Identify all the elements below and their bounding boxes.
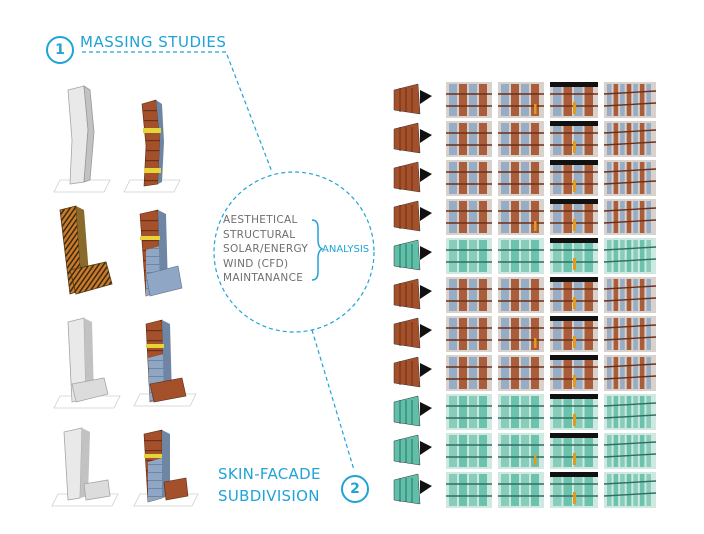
facade-thumbnail [393,200,432,232]
facade-thumbnail [446,160,492,196]
criterion-solar-energy: SOLAR/ENERGY [223,243,309,255]
massing-model-1a [53,85,111,193]
facade-thumbnail [393,395,432,427]
analysis-criteria-list: AESTHETICAL STRUCTURAL SOLAR/ENERGY WIND… [223,213,308,286]
facade-thumbnail [446,277,492,313]
analysis-label: ANALYSIS [322,244,370,255]
analysis-circle [213,171,375,333]
criterion-maintenance: MAINTANANCE [223,272,304,284]
facade-thumbnail [393,473,432,505]
facade-thumbnail [498,82,544,118]
facade-thumbnail [498,472,544,508]
facade-thumbnail [550,277,598,313]
facade-thumbnail [393,317,432,349]
facade-thumbnail [550,160,598,196]
facade-thumbnail [498,277,544,313]
facade-thumbnail [498,160,544,196]
facade-thumbnail [393,278,432,310]
facade-thumbnail [603,82,657,118]
facade-thumbnail [393,356,432,388]
massing-model-4b [133,429,199,507]
massing-model-2a [59,205,113,295]
facade-thumbnail [446,238,492,274]
facade-thumbnail [446,472,492,508]
massing-model-4a [51,427,119,507]
facade-thumbnail [603,121,657,157]
facade-thumbnail [393,434,432,466]
facade-thumbnail [603,472,657,508]
facade-thumbnail [603,277,657,313]
criterion-wind: WIND (CFD) [223,257,289,270]
step-1-badge: 1 [46,36,74,64]
facade-thumbnail [603,316,657,352]
facade-thumbnail [393,83,432,115]
facade-thumbnail [550,82,598,118]
facade-thumbnail [603,199,657,235]
connector-line-1 [82,51,273,173]
facade-thumbnail [498,121,544,157]
facade-thumbnail [498,316,544,352]
facade-grid [393,82,657,508]
facade-thumbnail [550,121,598,157]
facade-thumbnail [603,355,657,391]
facade-thumbnail [550,472,598,508]
criterion-structural: STRUCTURAL [223,228,296,241]
facade-thumbnail [446,121,492,157]
massing-model-2b [139,209,183,297]
facade-thumbnail [498,238,544,274]
facade-thumbnail [550,199,598,235]
facade-thumbnail [446,316,492,352]
facade-thumbnail [498,433,544,469]
facade-thumbnail [446,355,492,391]
step-1-title: MASSING STUDIES [80,33,227,51]
facade-thumbnail [550,316,598,352]
massing-model-3b [133,319,197,407]
facade-thumbnail [498,199,544,235]
facade-thumbnail [603,160,657,196]
facade-thumbnail [603,238,657,274]
facade-thumbnail [498,394,544,430]
analysis-bracket [311,219,324,281]
criterion-aesthetical: AESTHETICAL [223,214,298,226]
facade-thumbnail [393,161,432,193]
step-2-badge: 2 [341,475,369,503]
facade-thumbnail [603,394,657,430]
step-2-title-line-2: SUBDIVISION [218,487,320,505]
facade-thumbnail [446,82,492,118]
facade-thumbnail [550,238,598,274]
facade-thumbnail [446,199,492,235]
facade-thumbnail [446,394,492,430]
massing-model-3a [53,317,121,409]
facade-thumbnail [550,355,598,391]
facade-thumbnail [393,122,432,154]
facade-thumbnail [603,433,657,469]
massing-model-1b [123,99,181,193]
facade-thumbnail [550,433,598,469]
connector-line-2 [311,329,355,471]
facade-thumbnail [498,355,544,391]
step-2-title-line-1: SKIN-FACADE [218,465,321,483]
facade-thumbnail [550,394,598,430]
step-2-title: SKIN-FACADE SUBDIVISION [218,463,321,507]
facade-thumbnail [393,239,432,271]
facade-thumbnail [446,433,492,469]
